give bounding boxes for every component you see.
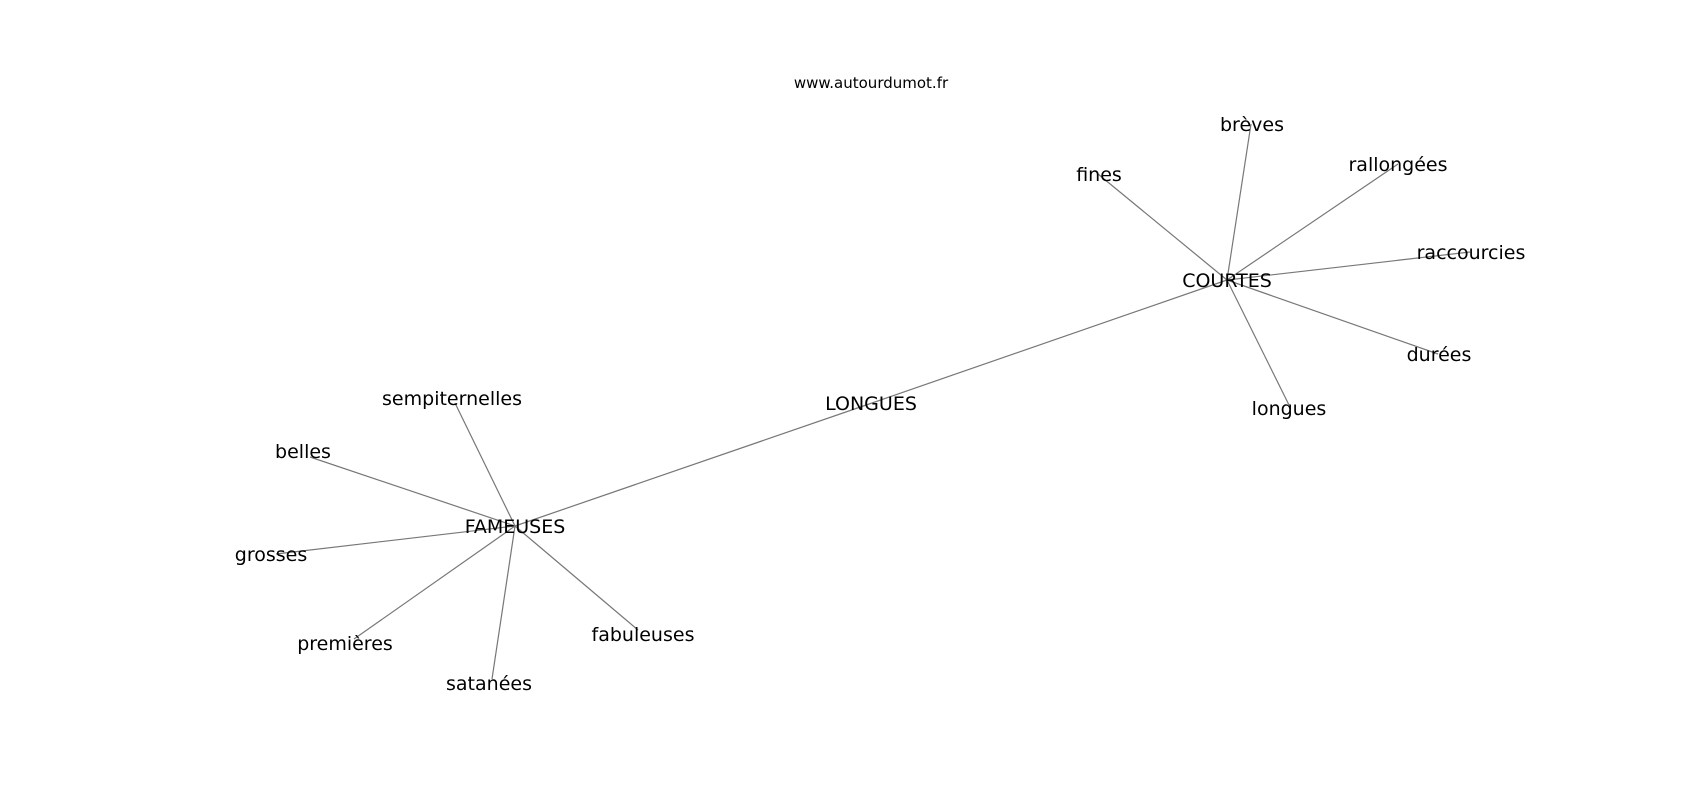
- edge-courtes-fines: [1097, 173, 1228, 281]
- edge-courtes-raccourcies: [1226, 251, 1471, 281]
- node-premieres: premières: [297, 633, 393, 655]
- node-longues: longues: [1252, 398, 1327, 420]
- node-hub-fameuses: FAMEUSES: [465, 516, 566, 538]
- graph-edges: [275, 123, 1471, 680]
- edge-courtes-breves: [1226, 123, 1252, 281]
- node-durees: durées: [1407, 344, 1472, 366]
- node-rallongees: rallongées: [1348, 154, 1447, 176]
- watermark-text: www.autourdumot.fr: [794, 74, 949, 92]
- node-fabuleuses: fabuleuses: [592, 624, 695, 646]
- edge-courtes-rallongees: [1226, 163, 1399, 281]
- edge-fameuses-premieres: [353, 525, 516, 640]
- edge-longues-courtes: [871, 279, 1228, 404]
- edge-fameuses-fabuleuses: [514, 525, 639, 631]
- edge-fameuses-satanees: [491, 525, 516, 680]
- edge-longues-fameuses: [514, 402, 873, 527]
- edge-fameuses-sempiternelles: [454, 402, 516, 527]
- node-hub-courtes: COURTES: [1182, 270, 1272, 292]
- edge-fameuses-belles: [309, 456, 516, 527]
- node-belles: belles: [275, 441, 331, 463]
- node-sempiternelles: sempiternelles: [382, 388, 522, 410]
- edge-courtes-longues: [1226, 279, 1290, 406]
- edge-courtes-durees: [1226, 279, 1439, 355]
- node-breves: brèves: [1220, 114, 1284, 136]
- node-grosses: grosses: [235, 544, 307, 566]
- graph-labels: www.autourdumot.fr LONGUES FAMEUSES semp…: [235, 74, 1526, 695]
- node-raccourcies: raccourcies: [1417, 242, 1526, 264]
- edge-fameuses-grosses: [275, 525, 516, 555]
- node-center: LONGUES: [825, 393, 917, 415]
- node-satanees: satanées: [446, 673, 532, 695]
- node-fines: fines: [1076, 164, 1122, 186]
